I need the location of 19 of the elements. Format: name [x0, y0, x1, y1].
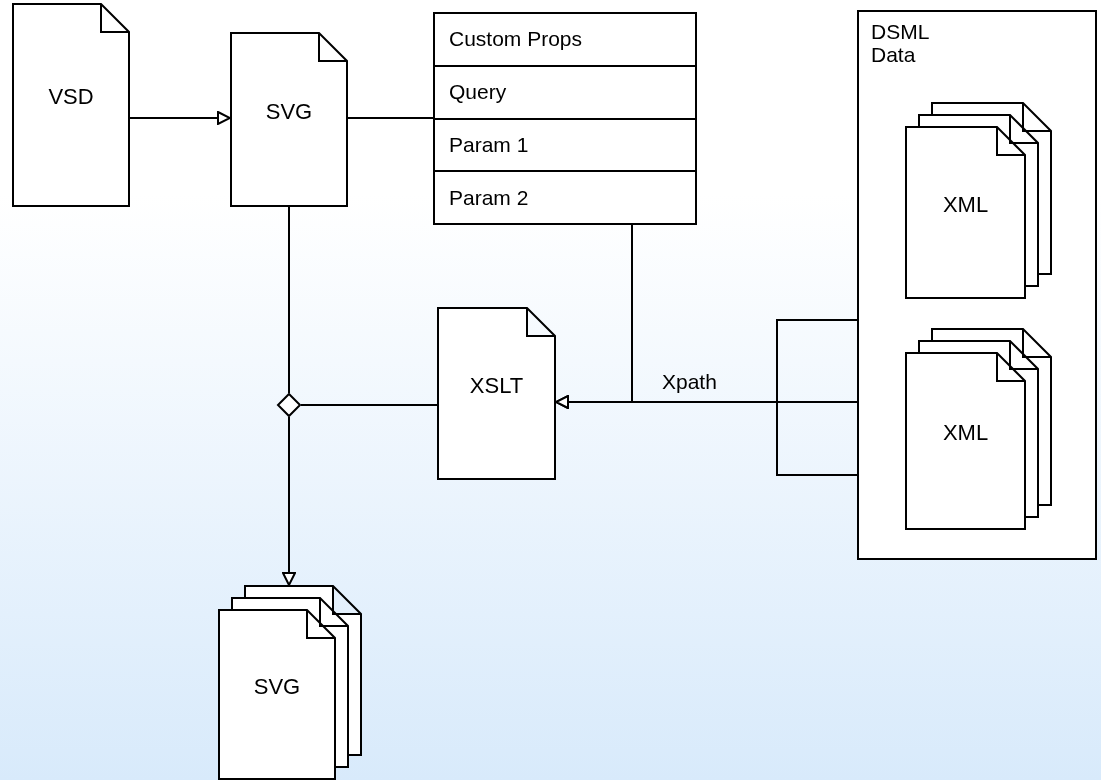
- container-box: [857, 10, 1097, 560]
- edge-label: Xpath: [662, 370, 717, 394]
- table-row: Param 1: [433, 119, 697, 173]
- arrow: [555, 395, 858, 409]
- table-row: Param 2: [433, 172, 697, 225]
- document-label: SVG: [253, 673, 301, 700]
- table-header: Custom Props: [433, 12, 697, 67]
- connector-line: [288, 206, 290, 394]
- table-row: Query: [433, 66, 697, 120]
- connector-line: [347, 117, 434, 119]
- container-title: DSML Data: [871, 20, 930, 67]
- arrow: [282, 416, 296, 586]
- document-label: XSLT: [469, 372, 524, 399]
- document-label: SVG: [265, 98, 313, 125]
- document-label: XML: [942, 191, 989, 218]
- connector-line: [300, 404, 438, 406]
- document-label: VSD: [48, 84, 94, 110]
- arrow: [129, 111, 231, 125]
- document-label: XML: [942, 420, 989, 446]
